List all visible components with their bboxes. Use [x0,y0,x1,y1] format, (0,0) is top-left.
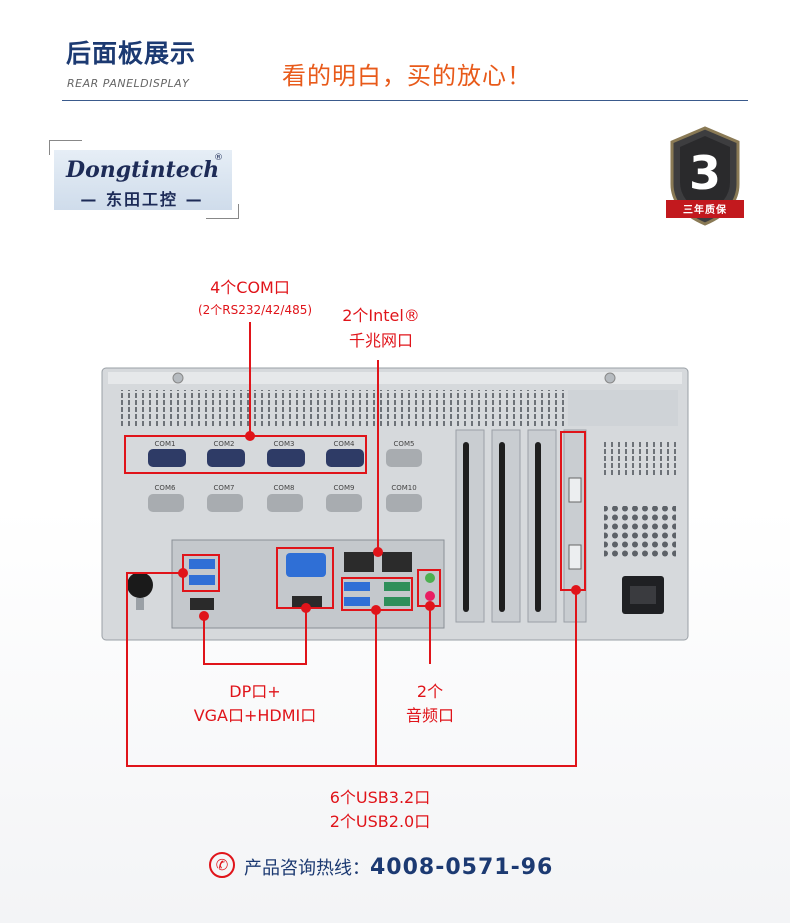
callout-com-ports: 4个COM口 [210,278,290,297]
header-divider [62,100,748,101]
phone-icon: ✆ [209,852,235,878]
brand-name-en: Dongtintech [66,157,220,183]
registered-mark: ® [214,153,223,163]
page-title: 后面板展示 [66,39,197,68]
callout-audio-ports-detail: 音频口 [405,706,454,725]
com2-label: COM2 [214,440,235,448]
slogan: 看的明白，买的放心！ [282,62,532,90]
com9-label: COM9 [334,484,355,492]
warranty-years: 3 [688,146,721,200]
callout-lan-ports: 2个Intel® [342,306,420,325]
page-subtitle: REAR PANELDISPLAY [67,77,190,90]
callout-lan-ports-detail: 千兆网口 [348,331,413,350]
callout-com-ports-detail: (2个RS232/42/485) [197,303,313,317]
hotline-label: 产品咨询热线： [244,858,370,879]
com8-label: COM8 [274,484,295,492]
hotline: 产品咨询热线：4008-0571-96 [244,854,553,880]
com1-label: COM1 [155,440,176,448]
callout-usb20-ports: 2个USB2.0口 [329,812,431,831]
com4-label: COM4 [334,440,355,448]
callout-display-ports: DP口+ [229,682,281,701]
callout-display-ports-detail: VGA口+HDMI口 [193,706,317,725]
com7-label: COM7 [214,484,235,492]
com5-label: COM5 [394,440,415,448]
brand-logo [54,150,232,210]
callout-audio-ports: 2个 [416,682,444,701]
expansion-slots [455,429,587,623]
logo-frame-corner [206,204,239,219]
warranty-text: 三年质保 [683,205,727,216]
brand-name-cn: — 东田工控 — [80,190,204,209]
com-ports-row-1 [148,449,422,467]
callout-usb32-ports: 6个USB3.2口 [329,788,431,807]
com10-label: COM10 [391,484,416,492]
com-ports-row-2 [148,494,422,512]
logo-frame-corner [49,140,82,155]
com3-label: COM3 [274,440,295,448]
warranty-ribbon [666,200,744,218]
com6-label: COM6 [155,484,176,492]
hotline-number[interactable]: 4008-0571-96 [370,855,554,880]
